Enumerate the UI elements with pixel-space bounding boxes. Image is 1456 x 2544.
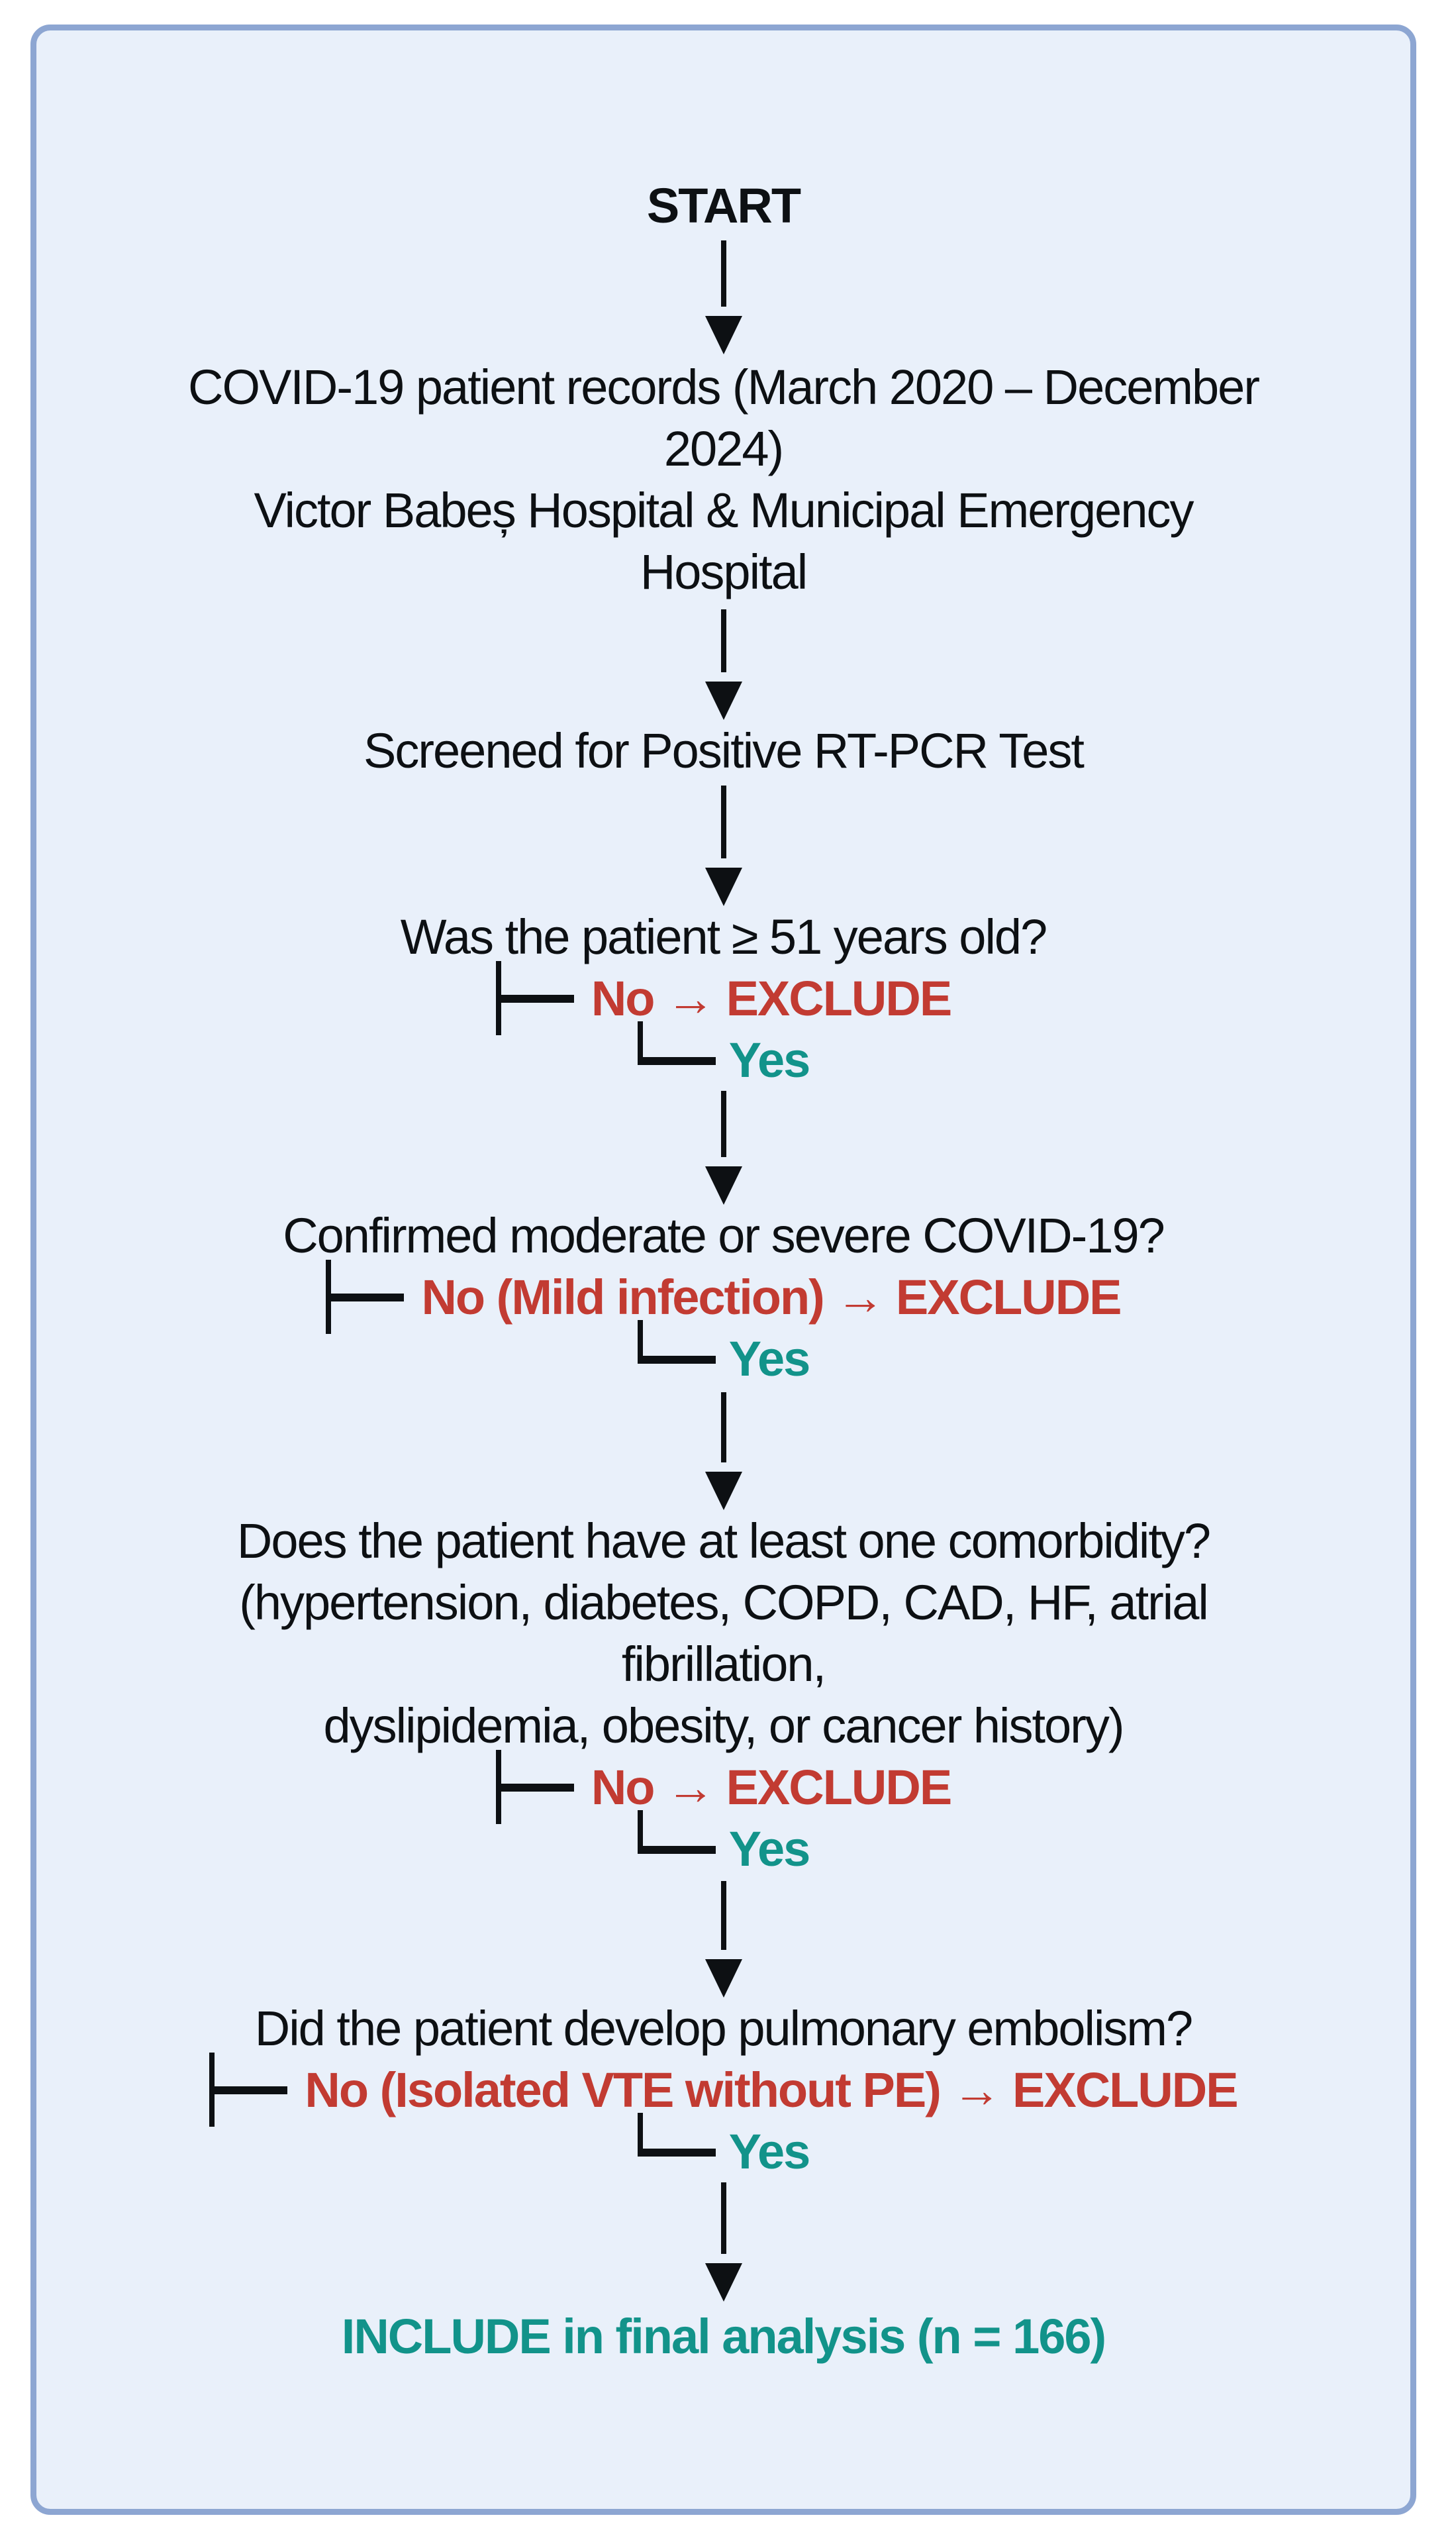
records-line-3: Victor Babeș Hospital & Municipal Emerge…	[254, 483, 1194, 538]
node-patient-records: COVID-19 patient records (March 2020 – D…	[188, 356, 1260, 603]
records-line-4: Hospital	[640, 544, 808, 599]
branch-no-label: No → EXCLUDE	[591, 971, 952, 1026]
branch-yes-label: Yes	[728, 1821, 811, 1876]
connector-line	[720, 1091, 726, 1157]
branch-yes-label: Yes	[728, 1331, 811, 1386]
records-line-1: COVID-19 patient records (March 2020 – D…	[188, 360, 1260, 415]
question-comorbidity-line-1: Does the patient have at least one comor…	[236, 1513, 1211, 1568]
connector-line	[720, 609, 726, 672]
branch-yes-row: Yes	[637, 2113, 811, 2182]
node-question-age: Was the patient ≥ 51 years old? No → EXC…	[400, 906, 1047, 1091]
arrow-down-icon	[704, 1392, 742, 1510]
question-severity-text: Confirmed moderate or severe COVID-19?	[283, 1208, 1165, 1263]
branch-no-row: No → EXCLUDE	[495, 1750, 952, 1824]
arrow-down-icon	[704, 1881, 742, 1998]
branch-yes-row: Yes	[637, 1021, 811, 1091]
start-label: START	[646, 178, 801, 233]
branch-no-label: No (Mild infection) → EXCLUDE	[421, 1270, 1122, 1325]
connector-line	[720, 240, 726, 307]
arrow-down-icon	[704, 1091, 742, 1205]
question-pe-text: Did the patient develop pulmonary emboli…	[254, 2001, 1193, 2056]
branch-no-row: No (Mild infection) → EXCLUDE	[326, 1260, 1122, 1334]
branch-yes-label: Yes	[728, 1033, 811, 1088]
node-question-comorbidity: Does the patient have at least one comor…	[236, 1510, 1211, 1880]
connector-line	[720, 2182, 726, 2254]
branch-tee-icon	[495, 961, 577, 1035]
branch-no-label: No (Isolated VTE without PE) → EXCLUDE	[305, 2062, 1238, 2117]
flowchart: START COVID-19 patient records (March 20…	[36, 30, 1410, 2367]
arrow-down-icon	[704, 786, 742, 906]
arrowhead-icon	[704, 2263, 742, 2302]
question-comorbidity-line-3: fibrillation,	[621, 1637, 826, 1692]
connector-line	[720, 1881, 726, 1950]
branch-no-label: No → EXCLUDE	[591, 1760, 952, 1815]
question-age-text: Was the patient ≥ 51 years old?	[400, 909, 1047, 964]
flowchart-panel: START COVID-19 patient records (March 20…	[30, 25, 1416, 2515]
branch-tee-icon	[495, 1750, 577, 1824]
arrowhead-icon	[704, 316, 742, 354]
branch-elbow-icon	[637, 1021, 718, 1091]
branch-tee-icon	[209, 2053, 290, 2127]
records-line-2: 2024)	[663, 421, 784, 476]
branch-elbow-icon	[637, 1810, 718, 1880]
connector-line	[720, 1392, 726, 1462]
node-screened: Screened for Positive RT-PCR Test	[364, 723, 1085, 778]
arrow-down-icon	[704, 2182, 742, 2302]
branch-tee-icon	[326, 1260, 407, 1334]
branch-elbow-icon	[637, 1320, 718, 1390]
branch-yes-label: Yes	[728, 2124, 811, 2179]
arrowhead-icon	[704, 1472, 742, 1510]
node-question-pe: Did the patient develop pulmonary emboli…	[209, 1998, 1239, 2182]
branch-no-row: No (Isolated VTE without PE) → EXCLUDE	[209, 2053, 1239, 2127]
branch-yes-row: Yes	[637, 1810, 811, 1880]
node-question-severity: Confirmed moderate or severe COVID-19? N…	[283, 1205, 1165, 1390]
arrowhead-icon	[704, 1166, 742, 1205]
branch-elbow-icon	[637, 2113, 718, 2182]
arrowhead-icon	[704, 682, 742, 720]
question-comorbidity-line-2: (hypertension, diabetes, COPD, CAD, HF, …	[239, 1575, 1209, 1630]
arrowhead-icon	[704, 1959, 742, 1998]
question-comorbidity-line-4: dyslipidemia, obesity, or cancer history…	[323, 1698, 1124, 1753]
arrow-down-icon	[704, 609, 742, 720]
arrowhead-icon	[704, 868, 742, 906]
arrow-down-icon	[704, 240, 742, 354]
branch-no-row: No → EXCLUDE	[495, 961, 952, 1035]
connector-line	[720, 786, 726, 858]
branch-yes-row: Yes	[637, 1320, 811, 1390]
node-include-final: INCLUDE in final analysis (n = 166)	[341, 2309, 1106, 2364]
